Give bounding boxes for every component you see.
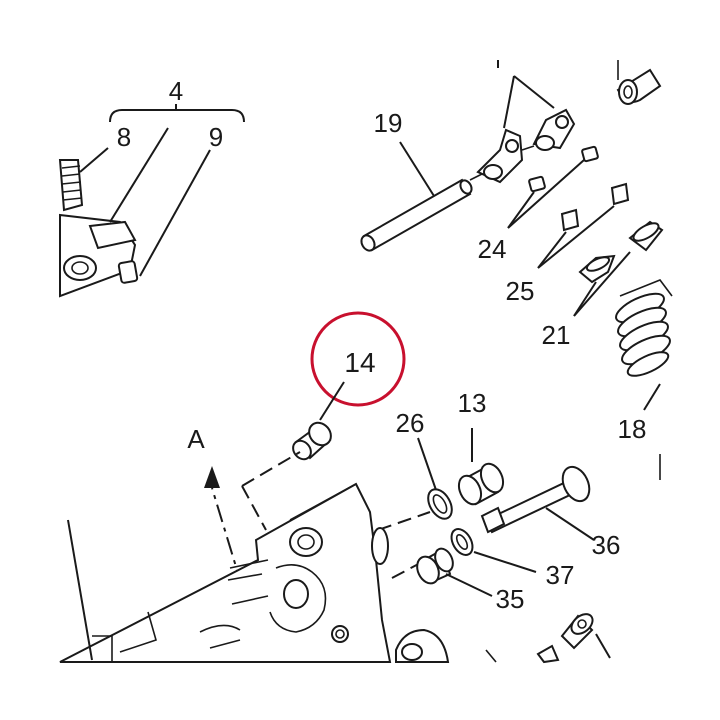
part-bottom-right-screw — [536, 613, 611, 664]
pin-9 — [117, 260, 139, 284]
label-21: 21 — [542, 320, 571, 350]
direction-arrow-A — [204, 466, 220, 488]
screw-shank — [58, 159, 84, 212]
part-13-bushing — [457, 428, 505, 506]
label-18: 18 — [618, 414, 647, 444]
part-35-bushing — [416, 547, 493, 597]
label-26: 26 — [396, 408, 425, 438]
label-4: 4 — [169, 76, 183, 106]
part-21-cups — [573, 220, 664, 317]
label-14: 14 — [344, 347, 375, 378]
part-25-bushings — [537, 182, 630, 269]
part-fitting-top-right — [616, 60, 662, 105]
part-19-pin — [360, 141, 473, 252]
highlight-circle-14 — [310, 311, 406, 407]
label-8: 8 — [117, 122, 131, 152]
part-24-bushings — [507, 145, 599, 229]
assembly-line-14 — [241, 451, 301, 487]
part-37-washer — [450, 528, 537, 573]
part-main-housing — [59, 482, 392, 663]
label-25: 25 — [506, 276, 535, 306]
label-37: 37 — [546, 560, 575, 590]
part-26-washer — [417, 437, 453, 520]
label-9: 9 — [209, 122, 223, 152]
label-13: 13 — [458, 388, 487, 418]
label-36: 36 — [592, 530, 621, 560]
part-18-spring — [615, 279, 673, 480]
label-A: A — [187, 424, 205, 454]
part-assembly-4 — [58, 104, 245, 298]
part-linkage-arms — [469, 60, 576, 184]
label-19: 19 — [374, 108, 403, 138]
highlight-ring — [310, 311, 406, 407]
part-bottom-right-hub — [395, 628, 497, 663]
part-14-bushing — [292, 381, 345, 461]
group-bracket — [109, 109, 245, 123]
label-24: 24 — [478, 234, 507, 264]
part-36-bolt — [480, 465, 595, 541]
label-35: 35 — [496, 584, 525, 614]
